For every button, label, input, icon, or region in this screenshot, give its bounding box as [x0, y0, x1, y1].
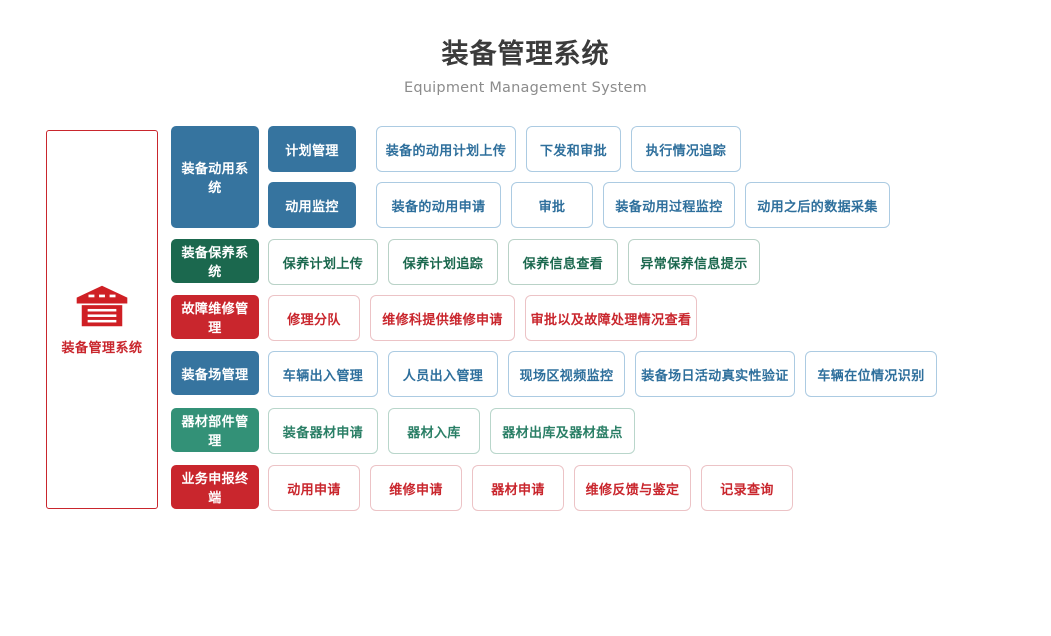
leaf-box[interactable]: 人员出入管理 [388, 351, 498, 397]
page-header: 装备管理系统 Equipment Management System [0, 38, 1051, 96]
leaf-box[interactable]: 车辆在位情况识别 [805, 351, 937, 397]
subgroup-row: 计划管理装备的动用计划上传下发和审批执行情况追踪 [268, 126, 890, 172]
category-box[interactable]: 装备场管理 [171, 351, 259, 395]
page-subtitle: Equipment Management System [404, 80, 647, 96]
leaf-box[interactable]: 装备场日活动真实性验证 [635, 351, 795, 397]
category-box[interactable]: 故障维修管理 [171, 295, 259, 339]
leaf-box[interactable]: 修理分队 [268, 295, 360, 341]
category-box[interactable]: 装备保养系统 [171, 239, 259, 283]
leaf-list: 动用申请维修申请器材申请维修反馈与鉴定记录查询 [268, 465, 793, 511]
leaf-box[interactable]: 记录查询 [701, 465, 793, 511]
leaf-box[interactable]: 异常保养信息提示 [628, 239, 760, 285]
leaf-box[interactable]: 下发和审批 [526, 126, 621, 172]
category-row: 故障维修管理修理分队维修科提供维修申请审批以及故障处理情况查看 [171, 295, 697, 341]
leaf-list: 修理分队维修科提供维修申请审批以及故障处理情况查看 [268, 295, 697, 341]
leaf-box[interactable]: 器材入库 [388, 408, 480, 454]
leaf-box[interactable]: 动用申请 [268, 465, 360, 511]
leaf-list: 保养计划上传保养计划追踪保养信息查看异常保养信息提示 [268, 239, 760, 285]
leaf-box[interactable]: 维修科提供维修申请 [370, 295, 515, 341]
leaf-box[interactable]: 维修申请 [370, 465, 462, 511]
leaf-box[interactable]: 维修反馈与鉴定 [574, 465, 691, 511]
leaf-list: 装备器材申请器材入库器材出库及器材盘点 [268, 408, 635, 454]
leaf-box[interactable]: 动用之后的数据采集 [745, 182, 890, 228]
category-row: 业务申报终端动用申请维修申请器材申请维修反馈与鉴定记录查询 [171, 465, 793, 511]
page-title: 装备管理系统 [441, 39, 610, 70]
subgroup-box[interactable]: 动用监控 [268, 182, 356, 228]
leaf-box[interactable]: 装备的动用计划上传 [376, 126, 516, 172]
category-box[interactable]: 装备动用系统 [171, 126, 259, 228]
system-panel-label: 装备管理系统 [61, 340, 143, 356]
leaf-box[interactable]: 器材出库及器材盘点 [490, 408, 635, 454]
category-box[interactable]: 器材部件管理 [171, 408, 259, 452]
system-panel[interactable]: 装备管理系统 [46, 130, 158, 509]
leaf-box[interactable]: 保养信息查看 [508, 239, 618, 285]
category-box[interactable]: 业务申报终端 [171, 465, 259, 509]
leaf-box[interactable]: 现场区视频监控 [508, 351, 625, 397]
subgroup-box[interactable]: 计划管理 [268, 126, 356, 172]
leaf-box[interactable]: 车辆出入管理 [268, 351, 378, 397]
subgroup-row: 动用监控装备的动用申请审批装备动用过程监控动用之后的数据采集 [268, 182, 890, 228]
leaf-list: 装备的动用计划上传下发和审批执行情况追踪 [376, 126, 741, 172]
leaf-box[interactable]: 装备器材申请 [268, 408, 378, 454]
category-row: 器材部件管理装备器材申请器材入库器材出库及器材盘点 [171, 408, 635, 454]
leaf-box[interactable]: 审批以及故障处理情况查看 [525, 295, 697, 341]
leaf-box[interactable]: 器材申请 [472, 465, 564, 511]
leaf-box[interactable]: 装备动用过程监控 [603, 182, 735, 228]
leaf-list: 车辆出入管理人员出入管理现场区视频监控装备场日活动真实性验证车辆在位情况识别 [268, 351, 937, 397]
leaf-box[interactable]: 保养计划追踪 [388, 239, 498, 285]
leaf-box[interactable]: 装备的动用申请 [376, 182, 501, 228]
leaf-list: 装备的动用申请审批装备动用过程监控动用之后的数据采集 [376, 182, 890, 228]
warehouse-icon [76, 285, 128, 326]
leaf-box[interactable]: 执行情况追踪 [631, 126, 741, 172]
category-row: 装备动用系统计划管理装备的动用计划上传下发和审批执行情况追踪动用监控装备的动用申… [171, 126, 890, 228]
leaf-box[interactable]: 审批 [511, 182, 593, 228]
leaf-box[interactable]: 保养计划上传 [268, 239, 378, 285]
subgroup-column: 计划管理装备的动用计划上传下发和审批执行情况追踪动用监控装备的动用申请审批装备动… [268, 126, 890, 228]
category-row: 装备场管理车辆出入管理人员出入管理现场区视频监控装备场日活动真实性验证车辆在位情… [171, 351, 937, 397]
category-row: 装备保养系统保养计划上传保养计划追踪保养信息查看异常保养信息提示 [171, 239, 760, 285]
